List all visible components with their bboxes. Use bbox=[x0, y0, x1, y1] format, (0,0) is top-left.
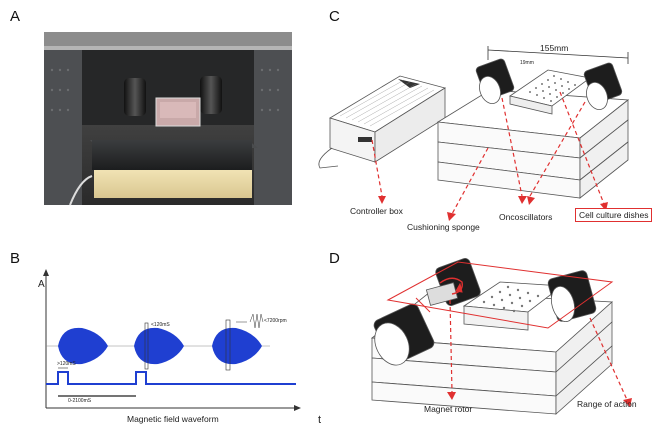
cell-culture-dishes-label: Cell culture dishes bbox=[575, 208, 653, 222]
rpm-label: <7200rpm bbox=[264, 318, 287, 324]
panel-letter-a: A bbox=[10, 8, 21, 25]
range-of-action-label: Range of action bbox=[577, 399, 637, 409]
magnet-rotor-label: Magnet rotor bbox=[424, 404, 473, 414]
y-axis-label: A bbox=[38, 279, 45, 290]
panel-letter-b: B bbox=[10, 250, 21, 267]
x-axis-label: t bbox=[318, 414, 322, 426]
dimension-small-label: 19mm bbox=[520, 60, 534, 66]
cushioning-sponge-label: Cushioning sponge bbox=[407, 222, 480, 232]
gap-label: <120mS bbox=[151, 322, 170, 328]
panel-letter-c: C bbox=[329, 8, 340, 25]
waveform-caption: Magnetic field waveform bbox=[127, 414, 219, 424]
period-label: 0-2100mS bbox=[68, 398, 92, 404]
oncoscillators-label: Oncoscillators bbox=[499, 212, 553, 222]
pulse-width-label: >120mS bbox=[57, 361, 76, 367]
controller-box-label: Controller box bbox=[350, 206, 403, 216]
panel-letter-d: D bbox=[329, 250, 340, 267]
dimension-label: 155mm bbox=[540, 43, 569, 53]
